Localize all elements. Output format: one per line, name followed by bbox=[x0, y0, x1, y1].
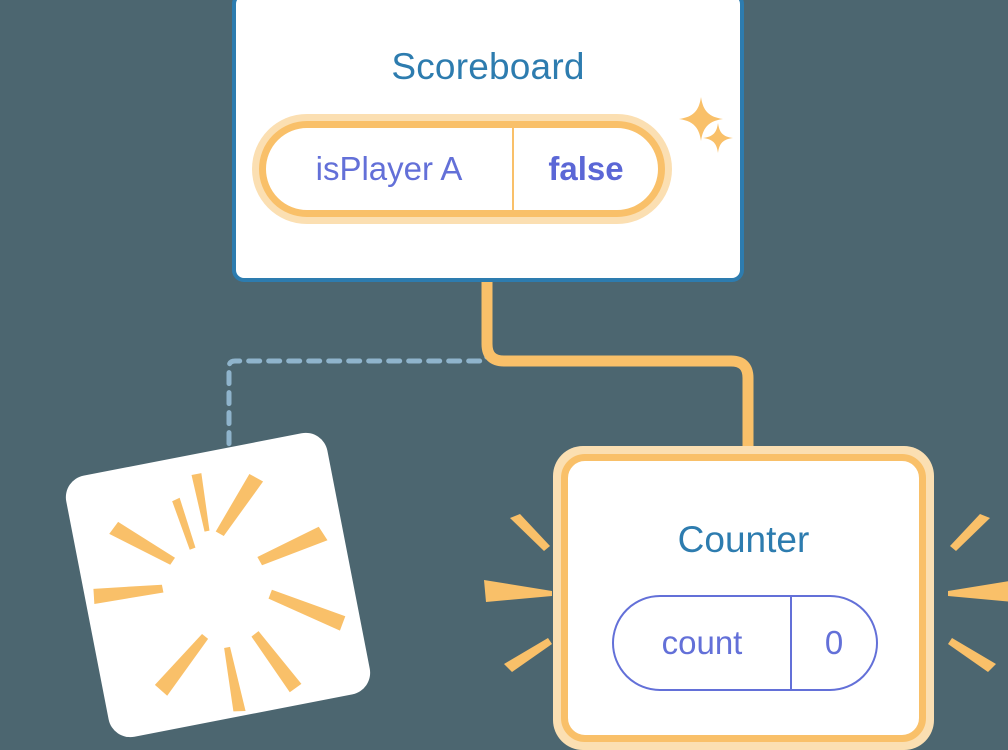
counter-rays-right-icon bbox=[948, 514, 1008, 672]
connector-scoreboard-to-counter bbox=[481, 282, 754, 470]
counter-pill-key: count bbox=[614, 597, 792, 689]
blank-card[interactable] bbox=[62, 429, 374, 741]
counter-title: Counter bbox=[677, 519, 810, 560]
sparkle-large-icon bbox=[679, 97, 723, 141]
scoreboard-title: Scoreboard bbox=[391, 46, 585, 87]
scoreboard-pill-value: false bbox=[548, 150, 624, 187]
sparkle-small-icon bbox=[703, 123, 733, 153]
counter-card[interactable]: Counter count 0 bbox=[553, 446, 934, 750]
counter-pill-value: 0 bbox=[824, 624, 844, 661]
counter-rays-left-icon bbox=[484, 514, 552, 672]
counter-state-pill[interactable]: count 0 bbox=[612, 595, 878, 691]
scoreboard-card[interactable]: Scoreboard isPlayer A false bbox=[232, 0, 744, 282]
scoreboard-state-pill[interactable]: isPlayer A false bbox=[252, 114, 672, 224]
scoreboard-pill-key: isPlayer A bbox=[266, 128, 514, 210]
burst-rays-icon bbox=[93, 473, 346, 712]
